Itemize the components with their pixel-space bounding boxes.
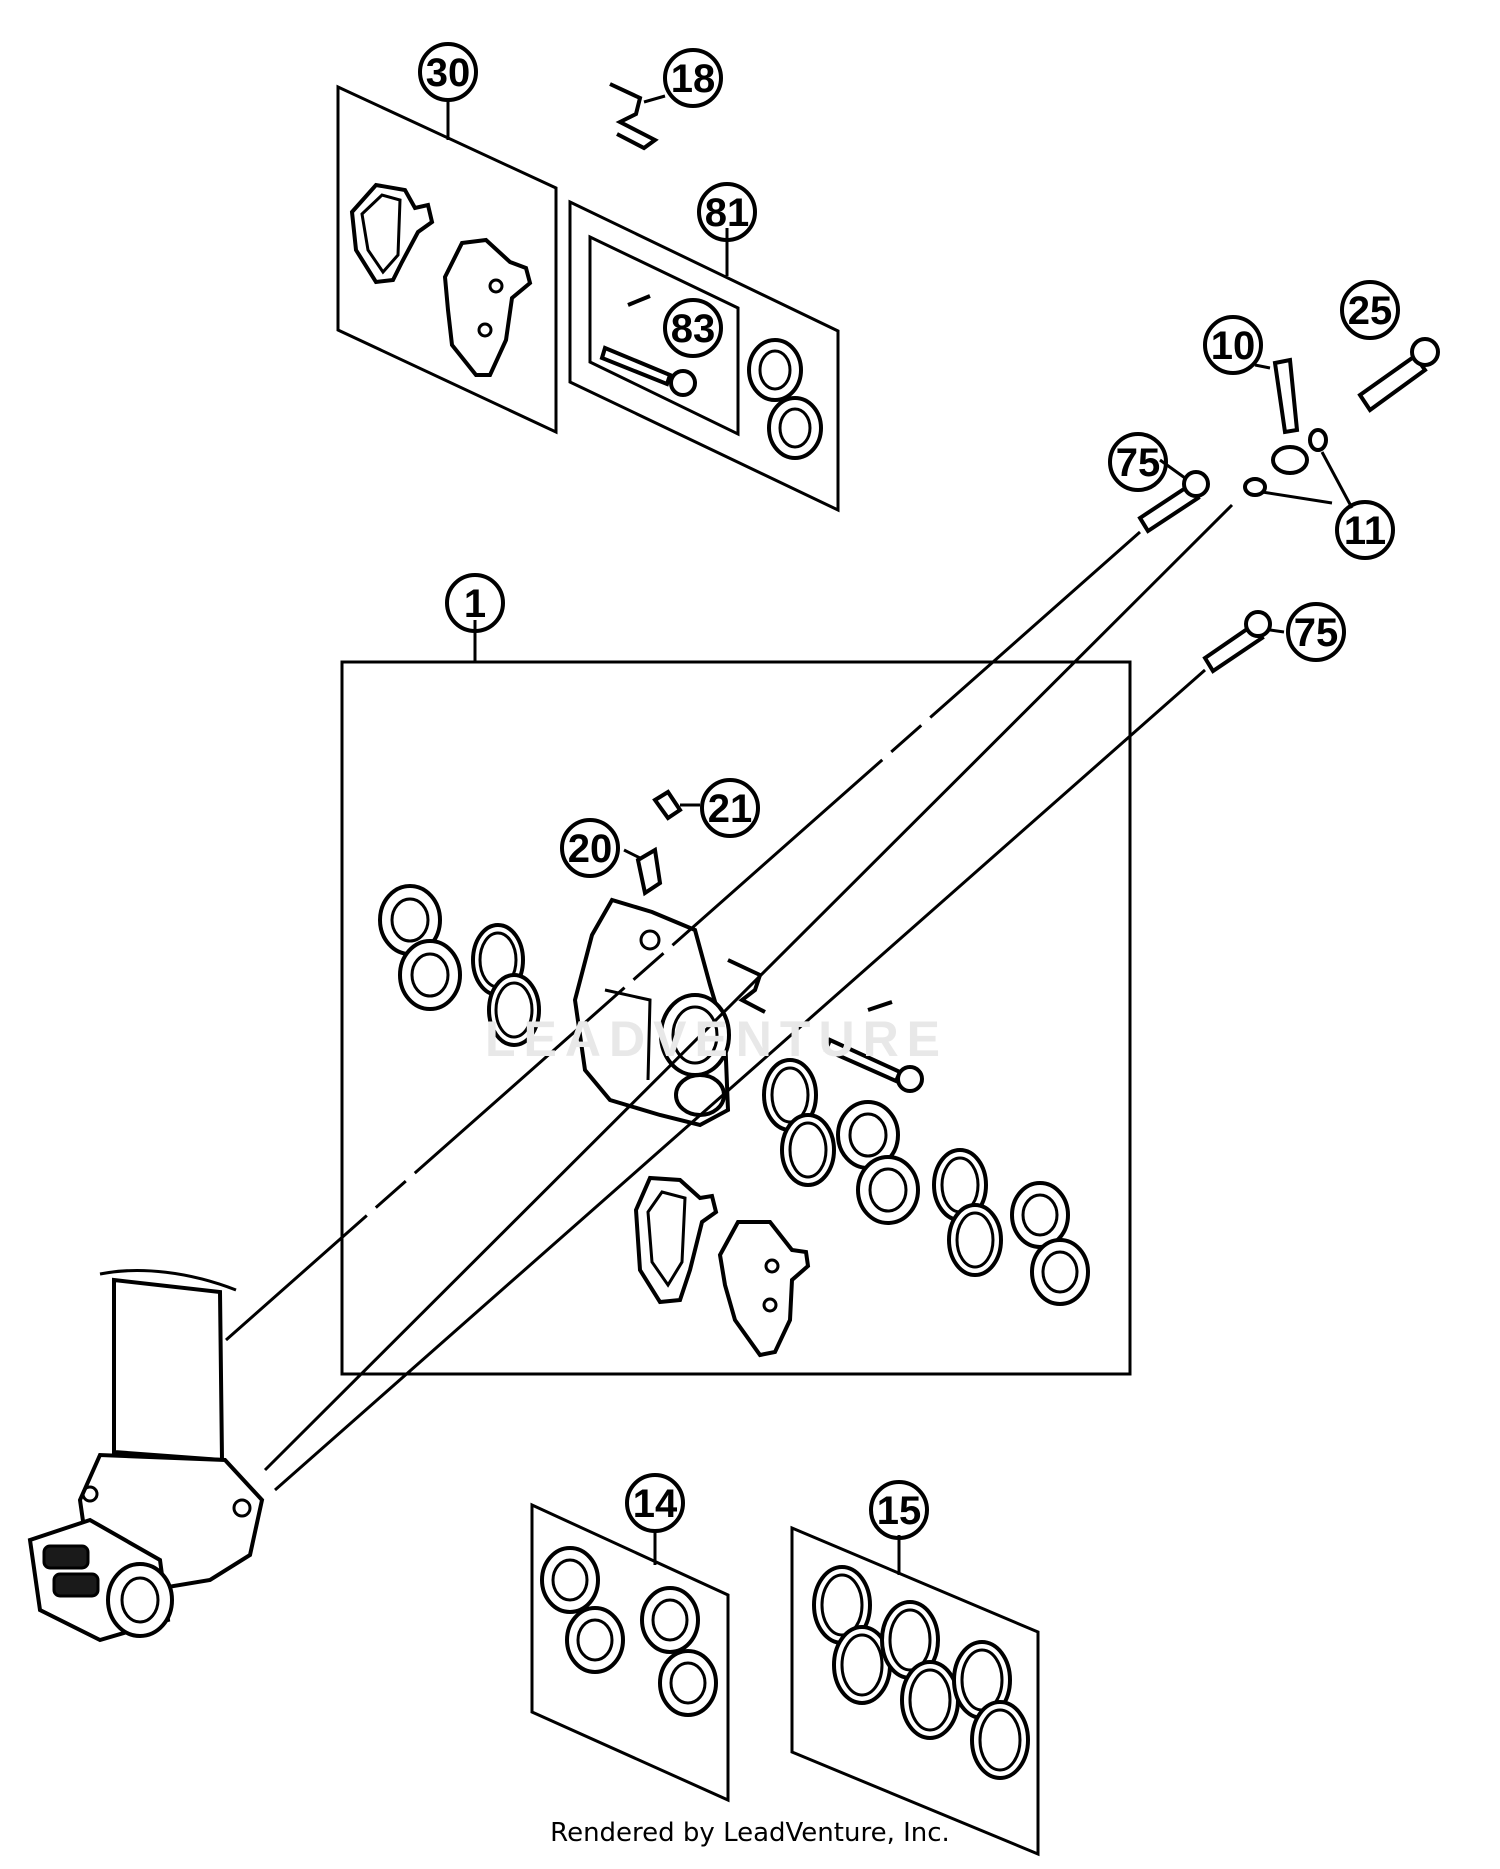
callout-11: 11: [1335, 500, 1395, 560]
assembly-guide-lines: [225, 503, 1234, 1492]
pad-spring-18: [609, 82, 666, 151]
callout-10-label: 10: [1211, 324, 1256, 368]
pad-spring-icon: [609, 82, 659, 151]
seal-pair-left-icon: [471, 923, 541, 1047]
bolt-head-icon: [1410, 337, 1440, 367]
callout-30-label: 30: [426, 51, 471, 95]
mounting-bolt-75-lower: [1202, 610, 1285, 674]
bleeder-screw-20: [623, 846, 663, 897]
callout-83-label: 83: [671, 307, 716, 351]
part-20-leader: [623, 848, 641, 860]
piston-seal-pair-icon: [747, 338, 823, 460]
caliper-assembly-1: [340, 620, 1132, 1376]
piston-pair-icon: [540, 1546, 625, 1674]
callout-14: 14: [625, 1473, 685, 1533]
callout-75-upper-label: 75: [1116, 441, 1161, 485]
callout-20: 20: [560, 818, 620, 878]
seal-ring-icon: [812, 1565, 1030, 1780]
callout-1: 1: [445, 573, 505, 633]
kit-81-frame: [568, 199, 840, 513]
guide-pin-icon: [599, 294, 697, 397]
part-18-leader: [643, 94, 666, 104]
kit-14-pistons: [530, 1502, 730, 1803]
kit-30-frame: [336, 84, 558, 435]
callout-83: 83: [663, 298, 723, 358]
kit-83-inner-frame: [588, 234, 740, 437]
brake-pad-icon: [633, 1175, 719, 1305]
callout-21: 21: [700, 778, 760, 838]
fork-leg: [27, 1269, 265, 1643]
callout-18-label: 18: [671, 57, 716, 101]
callout-25-label: 25: [1348, 289, 1393, 333]
part-10-leader: [1254, 363, 1271, 370]
callout-25: 25: [1340, 280, 1400, 340]
callout-20-label: 20: [568, 827, 613, 871]
banjo-bolt-25: [1357, 337, 1440, 413]
fork-tube-icon: [112, 1277, 225, 1463]
fork-tube-top-edge: [99, 1269, 237, 1292]
callout-75-upper: 75: [1108, 432, 1168, 492]
clamp-bolt-icon: [42, 1544, 90, 1570]
kit-30-brake-pads: [336, 84, 558, 435]
callout-14-label: 14: [633, 1482, 678, 1526]
kit-15-seals: [790, 1525, 1040, 1857]
watermark: LEADVENTURE: [485, 1011, 949, 1067]
bolt-head-icon: [1244, 610, 1272, 638]
clamp-bolt-icon: [52, 1572, 100, 1598]
banjo-bolt-icon: [1357, 353, 1428, 413]
seal-pair-right-icon: [762, 1058, 836, 1187]
brake-pad-backing-icon: [717, 1220, 811, 1358]
piston-pair-left-icon: [378, 884, 462, 1011]
assembly-1-frame: [340, 660, 1132, 1376]
bolt-head-icon: [1182, 470, 1210, 498]
callout-75-lower: 75: [1286, 602, 1346, 662]
callout-18: 18: [663, 48, 723, 108]
piston-pair-far-icon: [1010, 1181, 1090, 1306]
part-75-leader: [1269, 628, 1285, 634]
piston-pair-right-icon: [836, 1100, 920, 1225]
bleeder-cap-icon: [652, 789, 683, 821]
kit-81-repair-kit: [568, 199, 840, 513]
brake-line-fitting-icon: [1272, 357, 1300, 435]
callout-1-label: 1: [464, 582, 486, 626]
callout-30: 30: [418, 42, 478, 102]
part-11-leader: [1320, 451, 1354, 509]
washers-11: [1243, 428, 1354, 509]
seal-pair-far-icon: [932, 1148, 1003, 1277]
callout-15-label: 15: [877, 1489, 922, 1533]
axle-bore-icon: [106, 1562, 174, 1638]
callout-81: 81: [697, 182, 757, 242]
callout-10: 10: [1203, 315, 1263, 375]
piston-pair-icon: [640, 1586, 718, 1717]
banjo-fitting-10: [1254, 357, 1309, 475]
washer-icon: [1308, 428, 1328, 452]
brake-pad-icon: [349, 182, 435, 285]
brake-pad-backing-icon: [442, 237, 533, 377]
bolt-icon: [1137, 482, 1201, 534]
callout-75-lower-label: 75: [1294, 611, 1339, 655]
caliper-body-icon: [572, 897, 731, 1128]
pad-spring-icon: [727, 958, 766, 1014]
callout-11-label: 11: [1344, 509, 1386, 553]
bleeder-cap-21: [652, 789, 700, 821]
footer-credit: Rendered by LeadVenture, Inc.: [550, 1818, 950, 1848]
bleeder-screw-icon: [635, 846, 663, 897]
bolt-icon: [1202, 622, 1265, 674]
callout-15: 15: [869, 1480, 929, 1540]
callout-81-label: 81: [705, 191, 750, 235]
part-11-leader: [1261, 490, 1333, 505]
callout-21-label: 21: [708, 787, 753, 831]
kit-15-frame: [790, 1525, 1040, 1857]
banjo-eye-icon: [1271, 445, 1309, 475]
washer-icon: [1243, 477, 1267, 497]
kit-14-frame: [530, 1502, 730, 1803]
guide-pin-icon: [823, 1000, 924, 1093]
